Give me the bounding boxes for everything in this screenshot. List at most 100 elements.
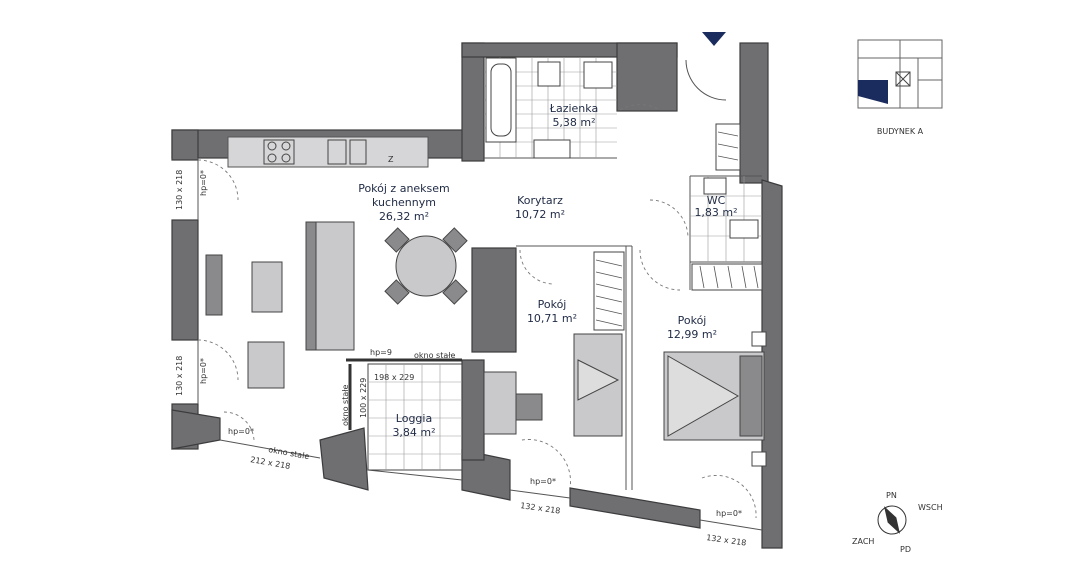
wardrobe-room-large (691, 263, 763, 291)
compass-east: WSCH (918, 503, 943, 512)
wc-fixtures (690, 176, 762, 262)
window-loggia-top-size: 198 x 229 (374, 373, 414, 382)
window-loggia-top-label: okno stałe (414, 351, 456, 360)
door-wc (649, 199, 689, 239)
chair-2 (442, 227, 468, 253)
door-room-large (639, 249, 681, 291)
wall-loggia-left (319, 427, 369, 491)
dining-table (395, 235, 457, 297)
room-small-name: Pokój (538, 298, 567, 311)
window-bm-hp: hp=0* (530, 477, 556, 486)
corridor-area: 10,72 m² (515, 208, 565, 221)
window-br-size: 132 x 218 (706, 533, 747, 548)
wall-bottom-mid (569, 487, 701, 529)
washbasin (533, 139, 571, 159)
wc-sink (703, 177, 727, 195)
living-name-1: Pokój z aneksem (358, 182, 450, 195)
living-area: 26,32 m² (379, 210, 429, 223)
door-swing-window-lb (197, 339, 239, 381)
window-bl-size: 212 x 218 (250, 455, 291, 471)
chair-1 (384, 227, 410, 253)
bathroom-area: 5,38 m² (552, 116, 595, 129)
window-lb-hp: hp=0* (199, 358, 208, 384)
compass-west: ZACH (852, 537, 874, 546)
wc-name: WC (707, 194, 726, 207)
door-swing-window-lt (197, 159, 239, 201)
window-bl-hp: hp=0* (228, 427, 254, 436)
nightstand-2 (751, 451, 767, 467)
door-bathroom (619, 104, 661, 111)
sink (327, 139, 347, 165)
sink-drainer (349, 139, 367, 165)
key-plan-highlight (858, 80, 888, 104)
wall-loggia-rightside (461, 359, 485, 461)
window-br-hp: hp=0* (716, 509, 742, 518)
loggia-area (367, 363, 463, 471)
wc-toilet (729, 219, 759, 239)
outline-bottom-window-mid (509, 489, 571, 499)
wall-left-mid (171, 219, 199, 341)
tv-stand (205, 254, 223, 316)
window-loggia-top-hp: hp=9 (370, 348, 392, 357)
room-labels: Pokój z aneksem kuchennym 26,32 m² Łazie… (358, 102, 737, 439)
window-bm-size: 132 x 218 (520, 501, 561, 516)
doors (197, 59, 757, 519)
bathroom-fixtures (484, 57, 617, 159)
outline (197, 157, 763, 531)
door-entry (685, 59, 727, 101)
chair-3 (384, 279, 410, 305)
living-furniture (205, 221, 468, 389)
cooktop (263, 139, 295, 165)
kitchen-counter: Z (227, 136, 429, 168)
bedroom-furniture (483, 331, 767, 467)
room-large-name: Pokój (678, 314, 707, 327)
fridge-mark: Z (388, 155, 394, 164)
wall-right (761, 179, 783, 549)
desk (483, 371, 517, 435)
room-large-area: 12,99 m² (667, 328, 717, 341)
compass-circle (877, 505, 907, 535)
loggia-name: Loggia (396, 412, 432, 425)
outline-loggia-bottom (367, 469, 463, 481)
compass-needle-icon (884, 506, 900, 534)
loggia-area-label: 3,84 m² (392, 426, 435, 439)
wall-left-top (171, 129, 199, 161)
walls (171, 42, 783, 549)
chair-4 (442, 279, 468, 305)
wc-area: 1,83 m² (694, 206, 737, 219)
desk-chair (515, 393, 543, 421)
wall-bathroom-right-block (616, 42, 678, 112)
washing-machine (583, 61, 613, 89)
window-loggia-left-size: 100 x 229 (359, 378, 368, 418)
nightstand-1 (751, 331, 767, 347)
armchair (247, 341, 285, 389)
wall-corner-left (171, 409, 221, 450)
room-small-area: 10,71 m² (527, 312, 577, 325)
compass-south: PD (900, 545, 911, 554)
wall-entry-right (739, 42, 769, 184)
wall-partition-center (471, 247, 517, 353)
coffee-table (251, 261, 283, 313)
wardrobe-entry (715, 123, 741, 171)
compass-north: PN (886, 491, 897, 500)
outline-bottom-window-right (699, 519, 763, 531)
wardrobes (593, 123, 763, 331)
window-lt-hp: hp=0* (199, 170, 208, 196)
window-loggia-left-label: okno stałe (341, 384, 350, 426)
loggia-floor (346, 358, 463, 471)
compass: PN WSCH PD ZACH (852, 491, 943, 554)
key-plan-label: BUDYNEK A (877, 127, 924, 136)
door-room-small (519, 249, 555, 285)
corridor-name: Korytarz (517, 194, 563, 207)
toilet (537, 61, 561, 87)
wall-bathroom-left (461, 42, 485, 162)
living-name-2: kuchennym (372, 196, 436, 209)
wall-loggia-right (461, 449, 511, 501)
window-lt-size: 130 x 218 (175, 170, 184, 210)
bathroom-name: Łazienka (549, 102, 598, 115)
key-plan: BUDYNEK A (857, 39, 943, 136)
outline-bottom-window-left (219, 439, 321, 459)
wardrobe-room-small (593, 251, 625, 331)
